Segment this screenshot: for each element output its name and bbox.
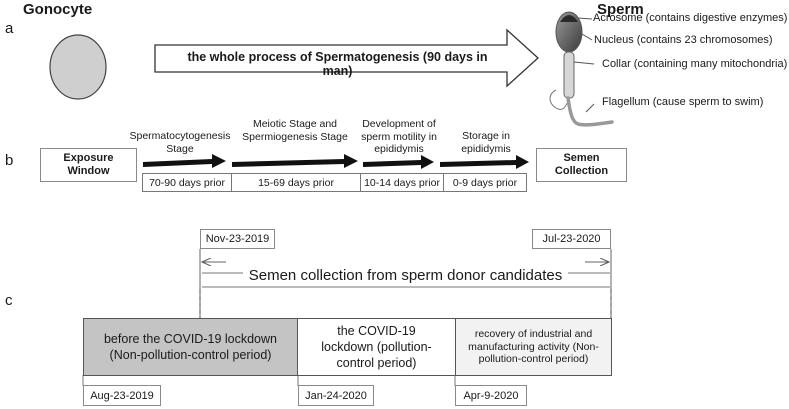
sperm-flagellum <box>566 96 614 127</box>
end-date: Jul-23-2020 <box>542 233 601 245</box>
nucleus-label: Nucleus (contains 23 chromosomes) <box>594 34 773 46</box>
acrosome-label: Acrosome (contains digestive enzymes) <box>593 12 788 24</box>
stage-name-3: Development of sperm motility in epididy… <box>361 118 437 155</box>
date-jan-24-2020: Jan-24-2020 <box>305 389 367 402</box>
sperm-acrosome <box>560 15 578 22</box>
date-box-aug: Aug-23-2019 <box>83 385 161 406</box>
semen-collection-label: Semen Collection <box>554 152 609 177</box>
collar-label: Collar (containing many mitochondria) <box>602 58 788 70</box>
process-arrow <box>154 28 539 88</box>
period-lockdown-text: the COVID-19 lockdown (pollution-control… <box>321 324 432 370</box>
sperm-illustration <box>549 11 614 127</box>
sperm-title: Sperm <box>597 1 644 18</box>
exposure-window-box: Exposure Window <box>40 148 137 182</box>
semen-collection-box: Semen Collection <box>536 148 627 182</box>
period-recovery: recovery of industrial and manufacturing… <box>455 318 612 376</box>
stage-name-2: Meiotic Stage and Spermiogenesis Stage <box>242 118 348 143</box>
panel-label-a: a <box>5 20 14 37</box>
gonocyte-cell <box>49 34 107 100</box>
sperm-tail-upper <box>549 89 570 111</box>
period-recovery-text: recovery of industrial and manufacturing… <box>468 328 599 366</box>
start-date-box: Nov-23-2019 <box>200 229 275 249</box>
period-cell-4: 0-9 days prior <box>452 176 518 189</box>
date-apr-9-2020: Apr-9-2020 <box>463 389 519 402</box>
collection-label: Semen collection from sperm donor candid… <box>242 266 569 284</box>
period-cell-1: 70-90 days prior <box>143 174 232 191</box>
start-date: Nov-23-2019 <box>205 233 270 245</box>
end-date-box: Jul-23-2020 <box>532 229 611 249</box>
date-box-jan: Jan-24-2020 <box>298 385 374 406</box>
stage-name-4: Storage in epididymis <box>461 130 511 155</box>
period-before-lockdown-text: before the COVID-19 lockdown (Non-pollut… <box>103 332 277 362</box>
period-strip: 70-90 days prior 15-69 days prior 10-14 … <box>142 173 527 192</box>
date-aug-23-2019: Aug-23-2019 <box>90 389 154 402</box>
exposure-window-label: Exposure Window <box>63 152 114 177</box>
gonocyte-title: Gonocyte <box>23 1 93 18</box>
stage-arrows <box>143 154 529 169</box>
period-cell-2: 15-69 days prior <box>232 174 361 191</box>
period-before-lockdown: before the COVID-19 lockdown (Non-pollut… <box>83 318 298 376</box>
sperm-collar <box>563 51 575 99</box>
process-text: the whole process of Spermatogenesis (90… <box>187 50 488 78</box>
period-cell-3: 10-14 days prior <box>361 174 444 191</box>
panel-label-b: b <box>5 152 14 169</box>
flagellum-label: Flagellum (cause sperm to swim) <box>602 96 764 108</box>
date-box-apr: Apr-9-2020 <box>455 385 527 406</box>
period-lockdown: the COVID-19 lockdown (pollution-control… <box>297 318 456 376</box>
collection-label-wrap: Semen collection from sperm donor candid… <box>200 262 611 288</box>
panel-label-c: c <box>5 292 13 309</box>
stage-name-1: Spermatocytogenesis Stage <box>129 130 231 155</box>
